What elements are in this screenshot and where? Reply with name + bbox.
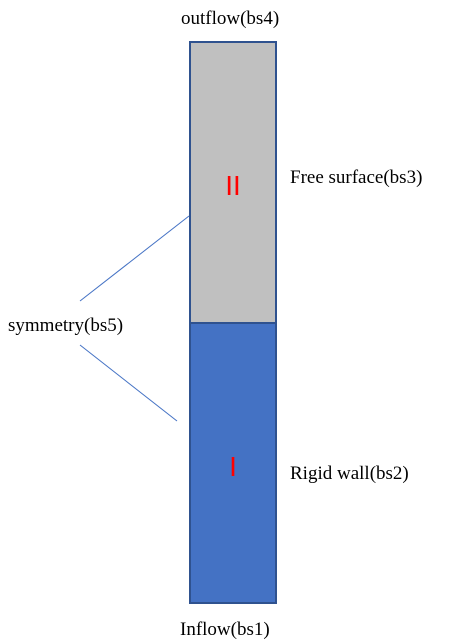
region-i-label: I [229, 451, 237, 482]
free-surface-boundary-label: Free surface(bs3) [290, 167, 423, 188]
region-i-block [189, 322, 277, 604]
region-ii-block [189, 41, 277, 324]
outflow-boundary-label: outflow(bs4) [181, 8, 280, 29]
symmetry-leader-line-upper [79, 215, 190, 302]
inflow-boundary-label: Inflow(bs1) [180, 619, 270, 640]
rigid-wall-boundary-label: Rigid wall(bs2) [290, 463, 409, 484]
symmetry-boundary-label: symmetry(bs5) [8, 315, 124, 336]
region-ii-label: II [225, 170, 241, 201]
symmetry-leader-line-lower [79, 344, 178, 422]
